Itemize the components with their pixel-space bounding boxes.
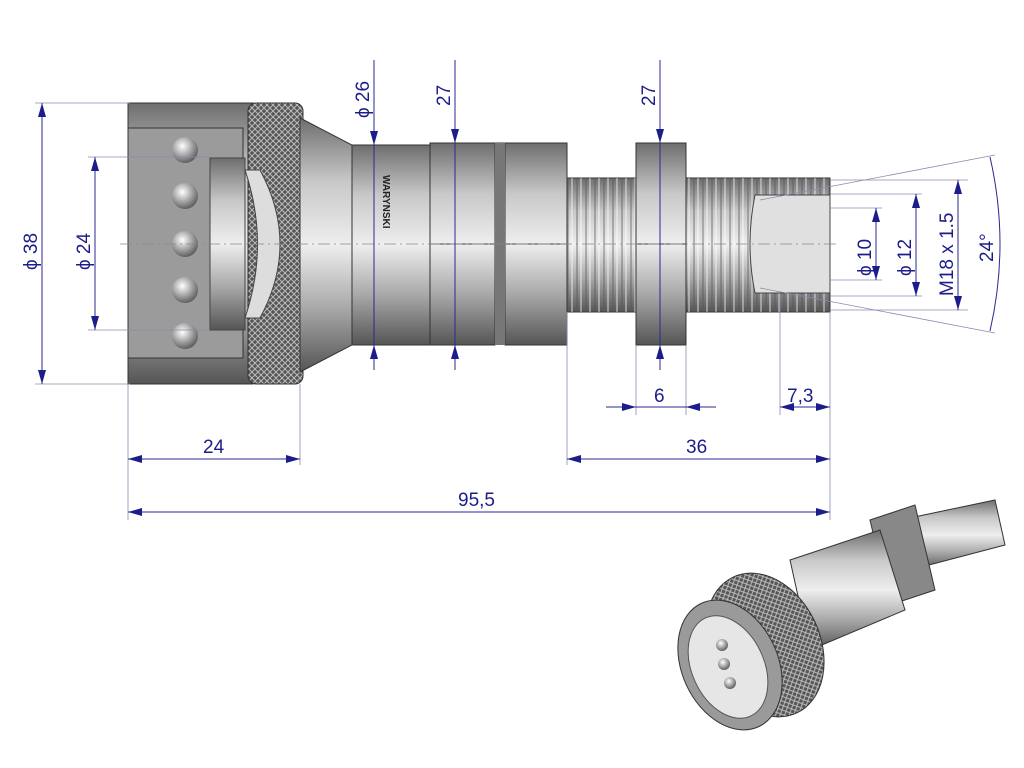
isometric-view bbox=[677, 499, 1006, 731]
dim-total-length: 95,5 bbox=[458, 490, 495, 511]
dim-coupling-length: 24 bbox=[203, 437, 225, 458]
dim-hex-width-1: 27 bbox=[434, 85, 455, 106]
dim-outer-diameter: ϕ 38 bbox=[21, 233, 42, 270]
dim-hex-width-2: 27 bbox=[639, 85, 660, 106]
cone bbox=[299, 117, 353, 373]
dim-thread-length: 36 bbox=[686, 437, 707, 458]
dim-thread: M18 x 1.5 bbox=[937, 213, 958, 296]
locking-balls bbox=[172, 137, 198, 349]
dim-nut-thickness: 6 bbox=[654, 386, 665, 407]
dimension-lines bbox=[35, 60, 1001, 520]
coupling-body bbox=[127, 102, 304, 385]
dim-neck-diameter: ϕ 26 bbox=[353, 81, 374, 118]
brand-logo: WARYNSKI bbox=[380, 175, 391, 229]
dim-cone-depth: 7,3 bbox=[787, 386, 813, 407]
dim-inner-diameter: ϕ 24 bbox=[74, 233, 95, 270]
neck bbox=[351, 144, 433, 346]
hex-body bbox=[429, 142, 568, 346]
threaded-tail bbox=[566, 142, 831, 346]
dim-bore-10: ϕ 10 bbox=[855, 239, 876, 276]
dim-bore-12: ϕ 12 bbox=[895, 239, 916, 276]
dim-cone-angle: 24° bbox=[977, 233, 998, 262]
